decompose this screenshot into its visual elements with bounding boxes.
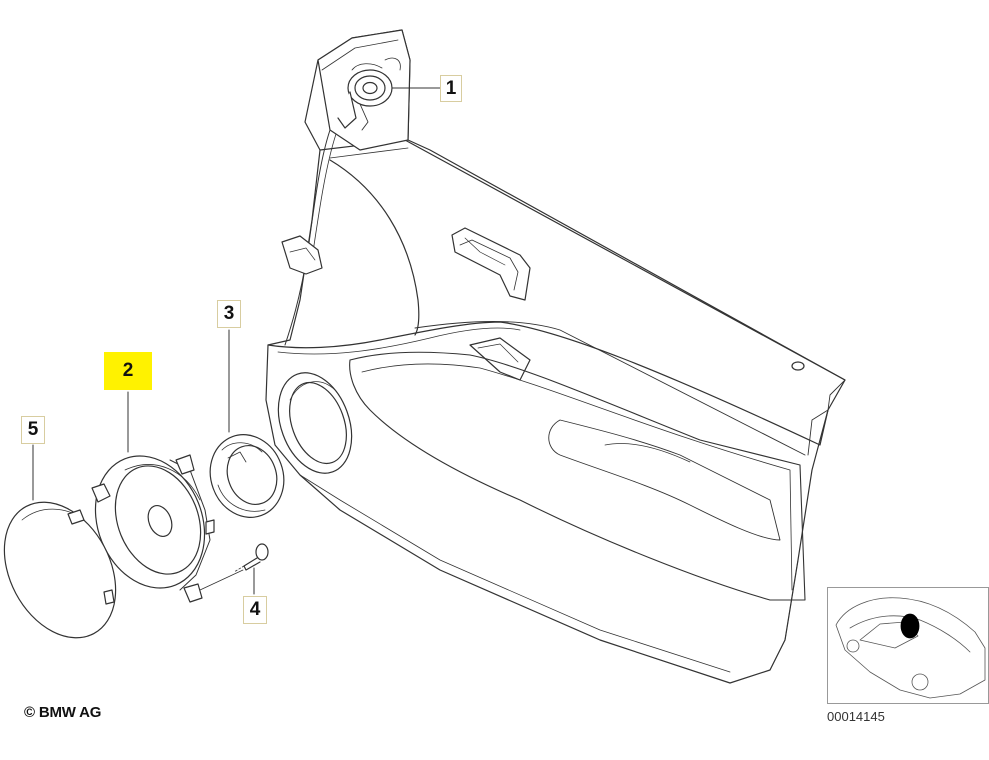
speaker-part-2 xyxy=(91,454,215,603)
callout-2: 2 xyxy=(104,352,152,390)
callout-4: 4 xyxy=(243,596,267,624)
locator-thumbnail-frame xyxy=(827,587,989,704)
speaker-cover-part-5 xyxy=(3,501,117,639)
callout-5: 5 xyxy=(21,416,45,444)
tweeter-part-1 xyxy=(337,63,393,131)
door-speaker-opening xyxy=(277,372,353,474)
speaker-ring-part-3 xyxy=(209,434,285,518)
callout-3: 3 xyxy=(217,300,241,328)
figure-number: 00014145 xyxy=(827,709,885,724)
tweeter-wire xyxy=(281,129,337,346)
callout-1: 1 xyxy=(440,75,462,102)
screw-part-4 xyxy=(233,543,269,573)
screw-axis-line xyxy=(199,569,244,591)
car-locator-thumbnail xyxy=(835,597,986,699)
copyright-notice: © BMW AG xyxy=(24,704,102,721)
